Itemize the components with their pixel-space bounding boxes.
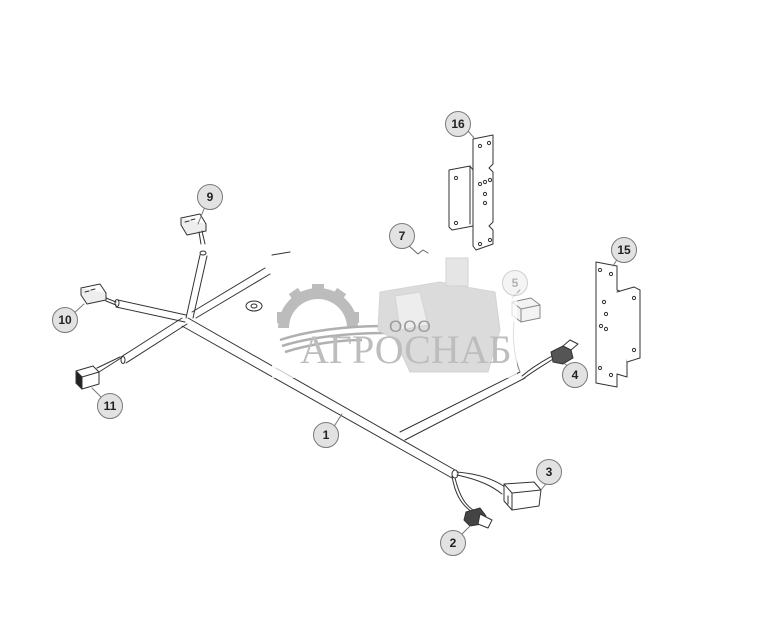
main-harness <box>114 250 526 479</box>
callout-3: 3 <box>536 459 562 485</box>
callout-15: 15 <box>611 237 637 263</box>
connector-11 <box>75 356 122 401</box>
cable-tie-7 <box>407 244 429 255</box>
callout-5: 5 <box>502 270 528 296</box>
connector-4 <box>521 339 579 380</box>
callout-16: 16 <box>445 111 471 137</box>
callout-2: 2 <box>440 530 466 556</box>
watermark-prefix: ООО <box>389 317 432 336</box>
connector-2 <box>451 475 493 537</box>
callout-9: 9 <box>197 184 223 210</box>
connector-10 <box>72 283 117 315</box>
callout-7: 7 <box>389 223 415 249</box>
bracket-16 <box>448 130 494 251</box>
callout-1: 1 <box>313 422 339 448</box>
watermark-logo <box>272 257 517 378</box>
bracket-15 <box>595 257 641 388</box>
callout-4: 4 <box>562 362 588 388</box>
connector-9 <box>180 203 207 245</box>
callout-10: 10 <box>52 307 78 333</box>
watermark-brand: АГРОСНАБ <box>300 327 512 372</box>
callout-11: 11 <box>97 393 123 419</box>
connector-3 <box>456 471 550 511</box>
